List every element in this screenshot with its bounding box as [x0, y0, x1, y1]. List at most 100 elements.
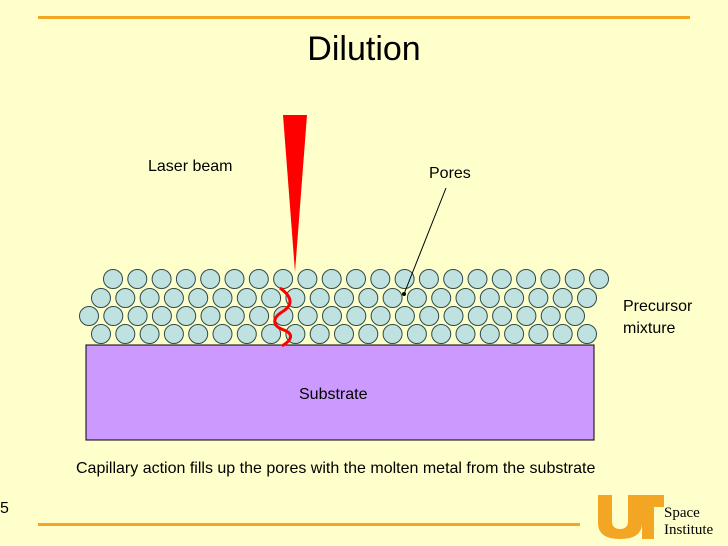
precursor-particle: [382, 324, 403, 344]
precursor-particle: [504, 288, 525, 308]
precursor-particle: [321, 269, 342, 289]
precursor-particle: [103, 306, 124, 326]
precursor-particle: [151, 269, 172, 289]
logo-line2: Institute: [664, 522, 714, 538]
precursor-particle: [516, 269, 537, 289]
precursor-particle: [418, 269, 439, 289]
precursor-particle: [334, 324, 354, 344]
precursor-particle: [443, 306, 464, 326]
precursor-particle: [528, 288, 549, 308]
precursor-label-line2: mixture: [623, 320, 676, 337]
precursor-particle: [200, 306, 221, 326]
pores-pointer-dot: [402, 292, 406, 296]
caption-text: Capillary action fills up the pores with…: [76, 460, 596, 477]
precursor-particle: [479, 324, 500, 344]
precursor-particle: [552, 324, 573, 344]
precursor-particle: [492, 306, 513, 326]
precursor-particle: [382, 288, 403, 308]
precursor-particle: [358, 288, 379, 308]
precursor-particle: [248, 269, 269, 289]
precursor-particle: [175, 269, 196, 289]
precursor-particle: [273, 306, 294, 326]
precursor-particle: [504, 324, 525, 344]
precursor-particle: [322, 306, 342, 326]
precursor-particle: [528, 324, 549, 344]
precursor-particle: [236, 324, 257, 344]
precursor-particle: [346, 269, 366, 289]
precursor-particle: [455, 288, 476, 308]
precursor-particle: [406, 324, 427, 344]
precursor-particle: [577, 324, 597, 344]
ut-logo-icon: [598, 495, 664, 539]
precursor-label-line1: Precursor: [623, 298, 693, 315]
precursor-particle: [443, 269, 464, 289]
laser-beam: [283, 115, 307, 272]
substrate-label: Substrate: [299, 386, 368, 403]
precursor-particle: [297, 269, 318, 289]
precursor-particle: [261, 324, 282, 344]
precursor-particle: [163, 288, 184, 308]
precursor-particle: [273, 269, 294, 289]
logo-line1: Space: [664, 505, 700, 521]
precursor-particle: [564, 269, 585, 289]
precursor-particle: [370, 269, 391, 289]
precursor-particle: [431, 288, 452, 308]
precursor-particle: [91, 288, 111, 308]
precursor-particle: [236, 288, 257, 308]
precursor-particle: [151, 306, 172, 326]
precursor-particle: [431, 324, 452, 344]
logo-wordmark: Space Institute: [664, 505, 713, 539]
precursor-particle: [224, 269, 245, 289]
precursor-particle: [91, 324, 111, 344]
precursor-particle: [309, 288, 330, 308]
precursor-particle: [540, 269, 561, 289]
precursor-particle: [115, 324, 136, 344]
precursor-particle: [540, 306, 561, 326]
precursor-particle: [491, 269, 512, 289]
precursor-particle: [406, 288, 427, 308]
precursor-particle: [139, 288, 160, 308]
precursor-particle: [479, 288, 500, 308]
precursor-particle: [552, 288, 573, 308]
precursor-particle: [176, 306, 197, 326]
precursor-particle: [394, 269, 415, 289]
precursor-particle: [212, 288, 233, 308]
precursor-particle: [115, 288, 136, 308]
precursor-particle: [212, 324, 233, 344]
precursor-particle: [188, 288, 209, 308]
slide-number: 5: [0, 500, 9, 517]
substrate-block: [85, 344, 595, 441]
precursor-particles: [79, 269, 609, 344]
precursor-particle: [394, 306, 415, 326]
pores-pointer-line: [403, 187, 447, 295]
precursor-particle: [516, 306, 537, 326]
precursor-particle: [346, 306, 367, 326]
precursor-particle: [467, 269, 488, 289]
precursor-particle: [334, 288, 354, 308]
melt-front-wave: [273, 286, 292, 348]
precursor-mixture-label: Precursor mixture: [623, 296, 692, 340]
precursor-particle: [589, 269, 609, 289]
precursor-particle: [188, 324, 209, 344]
precursor-particle: [297, 306, 318, 326]
precursor-particle: [358, 324, 379, 344]
precursor-particle: [577, 288, 597, 308]
precursor-particle: [249, 306, 270, 326]
precursor-particle: [224, 306, 245, 326]
precursor-particle: [79, 306, 99, 326]
slide-title: Dilution: [307, 30, 421, 68]
precursor-particle: [163, 324, 184, 344]
precursor-particle: [103, 269, 123, 289]
pores-label: Pores: [429, 165, 471, 182]
precursor-particle: [370, 306, 391, 326]
precursor-particle: [139, 324, 160, 344]
bottom-divider: [38, 523, 580, 526]
top-divider: [38, 16, 690, 19]
precursor-particle: [565, 306, 585, 326]
precursor-particle: [200, 269, 221, 289]
laser-beam-label: Laser beam: [148, 158, 233, 175]
precursor-particle: [127, 269, 148, 289]
precursor-particle: [127, 306, 148, 326]
precursor-particle: [309, 324, 330, 344]
